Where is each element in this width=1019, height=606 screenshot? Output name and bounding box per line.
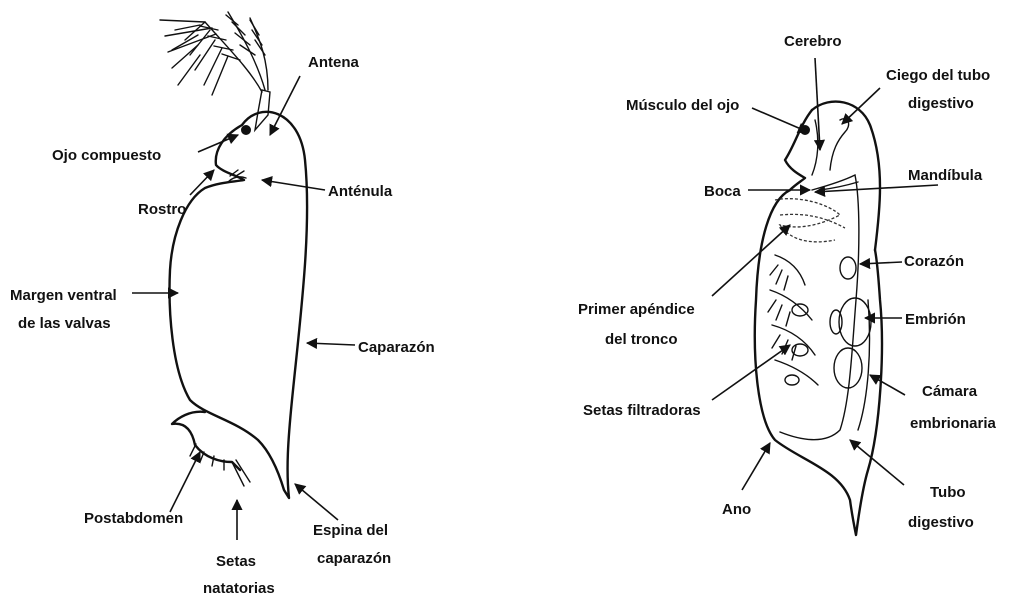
right-carapace-outline — [755, 190, 882, 535]
left-antenna-base — [255, 90, 270, 130]
label-mandibula: Mandíbula — [908, 167, 983, 184]
label-postabdomen: Postabdomen — [84, 510, 183, 527]
right-head-outline — [812, 102, 880, 250]
left-daphnia-drawing — [160, 12, 307, 498]
label-ciego-2: digestivo — [908, 95, 974, 112]
label-ciego-1: Ciego del tubo — [886, 67, 990, 84]
right-labels: Cerebro Ciego del tubo digestivo Músculo… — [578, 33, 997, 531]
label-musculo-ojo: Músculo del ojo — [626, 97, 739, 114]
right-filter-region — [775, 199, 840, 242]
label-setas-filtradoras: Setas filtradoras — [583, 402, 701, 419]
label-antena: Antena — [308, 54, 359, 71]
label-setas-natatorias-1: Setas — [216, 553, 256, 570]
left-leader-lines — [132, 76, 355, 540]
label-embrion: Embrión — [905, 311, 966, 328]
label-boca: Boca — [704, 183, 741, 200]
label-tubo-2: digestivo — [908, 514, 974, 531]
label-primer-apendice-2: del tronco — [605, 331, 678, 348]
label-camara-1: Cámara — [922, 383, 978, 400]
label-primer-apendice-1: Primer apéndice — [578, 301, 695, 318]
right-trunk-appendages — [768, 255, 818, 385]
label-caparazon: Caparazón — [358, 339, 435, 356]
left-antenna-setae — [160, 12, 268, 95]
label-ojo-compuesto: Ojo compuesto — [52, 147, 161, 164]
label-ano: Ano — [722, 501, 751, 518]
label-rostro: Rostro — [138, 201, 186, 218]
left-postabdomen — [172, 412, 240, 470]
label-antenula: Anténula — [328, 183, 393, 200]
right-caecum — [830, 119, 849, 170]
right-brain — [812, 120, 818, 175]
label-setas-natatorias-2: natatorias — [203, 580, 275, 597]
label-camara-2: embrionaria — [910, 415, 997, 432]
label-margen-ventral-2: de las valvas — [18, 315, 111, 332]
label-cerebro: Cerebro — [784, 33, 842, 50]
right-heart — [840, 257, 856, 279]
left-compound-eye — [241, 125, 251, 135]
right-embryo-2 — [834, 348, 862, 388]
label-corazon: Corazón — [904, 253, 964, 270]
label-tubo-1: Tubo — [930, 484, 966, 501]
right-daphnia-drawing — [755, 102, 882, 535]
label-espina-2: caparazón — [317, 550, 391, 567]
right-leader-lines — [712, 58, 938, 490]
label-espina-1: Espina del — [313, 522, 388, 539]
label-margen-ventral-1: Margen ventral — [10, 287, 117, 304]
left-labels: Antena Ojo compuesto Rostro Anténula Mar… — [10, 54, 435, 597]
